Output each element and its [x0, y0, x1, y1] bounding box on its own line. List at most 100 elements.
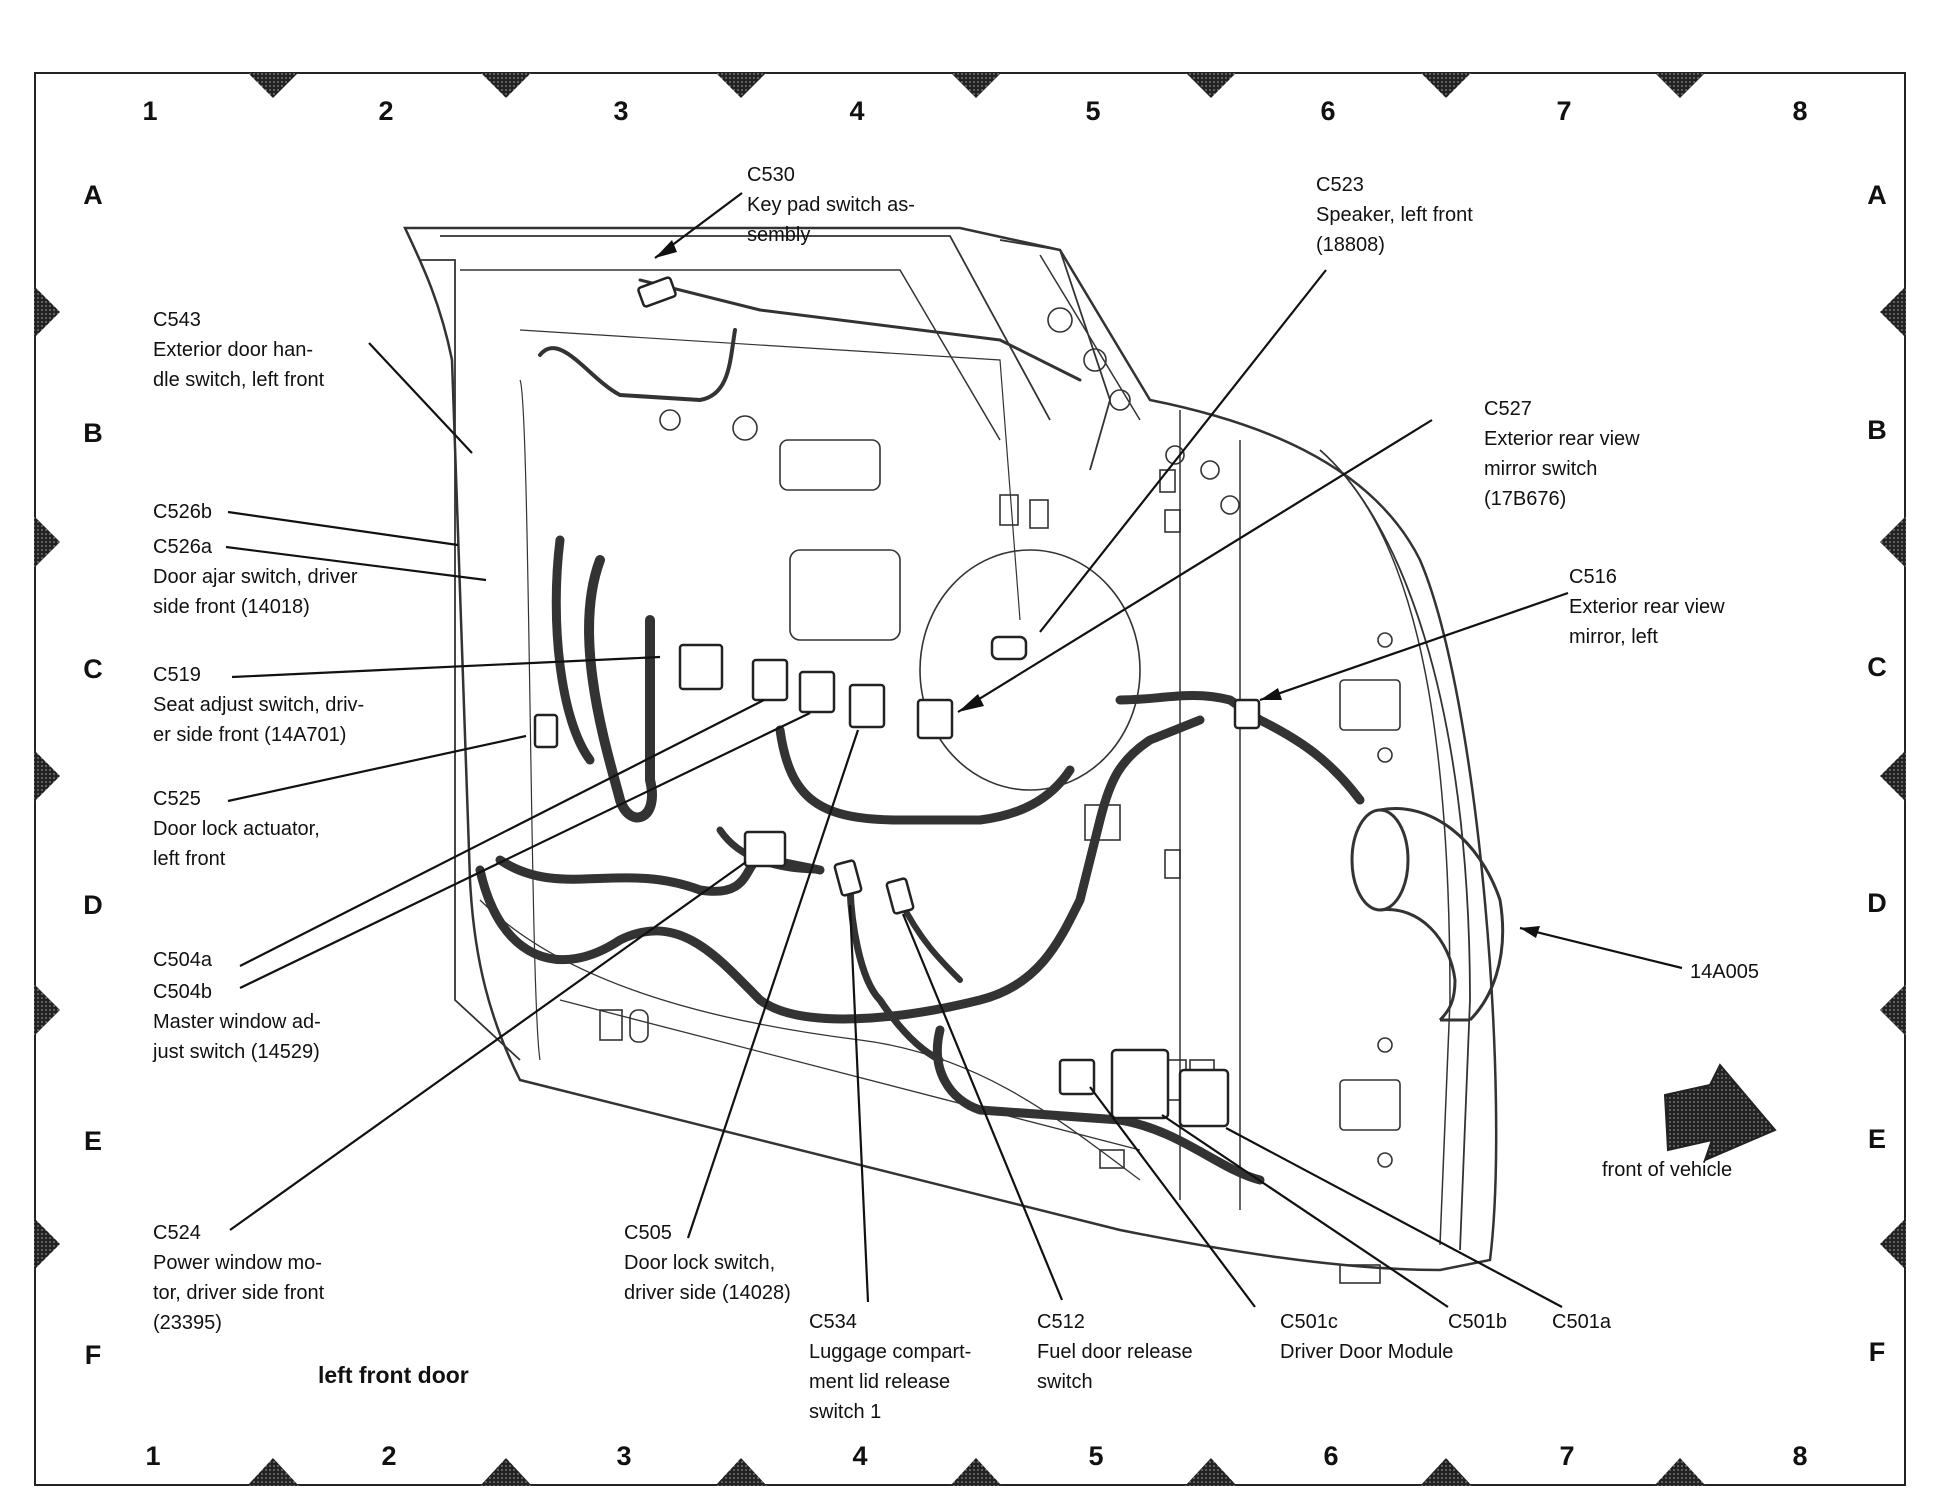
label-c504b-desc-1: Master window ad-: [153, 1011, 321, 1033]
label-c523: C523 Speaker, left front (18808): [1316, 170, 1473, 260]
grid-col-3-bottom: 3: [616, 1441, 632, 1471]
grid-col-6-top: 6: [1320, 96, 1336, 126]
front-of-vehicle-arrow: [1663, 1063, 1777, 1162]
label-c523-desc-1: Speaker, left front: [1316, 204, 1473, 226]
door-features: [599, 307, 1401, 1284]
frame-markers-right: [1880, 286, 1906, 1270]
label-c501b: C501b: [1448, 1307, 1507, 1337]
grid-row-d-left: D: [83, 890, 103, 920]
label-c526a-code: C526a: [153, 536, 212, 558]
label-c526b-code: C526b: [153, 501, 212, 523]
label-c530-code: C530: [747, 164, 795, 186]
label-c505-code: C505: [624, 1222, 672, 1244]
label-14a005-code: 14A005: [1690, 961, 1759, 983]
label-c534-code: C534: [809, 1311, 857, 1333]
label-c524-desc-3: (23395): [153, 1312, 222, 1334]
diagram-title: left front door: [318, 1362, 469, 1388]
grid-col-5-bottom: 5: [1088, 1441, 1104, 1471]
label-c524-desc-2: tor, driver side front: [153, 1282, 325, 1304]
label-c525: C525 Door lock actuator, left front: [153, 784, 320, 874]
label-c504b-code: C504b: [153, 981, 212, 1003]
label-c527-desc-2: mirror switch: [1484, 458, 1598, 480]
label-c519: C519 Seat adjust switch, driv- er side f…: [153, 660, 364, 750]
label-c501a-code: C501a: [1552, 1311, 1611, 1333]
label-c526a-desc-2: side front (14018): [153, 596, 310, 618]
grid-col-8-top: 8: [1792, 96, 1808, 126]
label-c526b: C526b: [153, 497, 212, 527]
label-c524: C524 Power window mo- tor, driver side f…: [153, 1218, 324, 1338]
label-c525-code: C525: [153, 788, 201, 810]
door-panel: [403, 226, 1498, 1272]
grid-row-b-left: B: [83, 418, 103, 448]
leader-arrowheads: [655, 240, 1540, 938]
label-c534-desc-2: ment lid release: [809, 1371, 951, 1393]
label-c523-desc-2: (18808): [1316, 234, 1385, 256]
label-c504a-code: C504a: [153, 949, 212, 971]
conduit-14a005: [1350, 807, 1505, 1022]
grid-row-b-right: B: [1867, 415, 1887, 445]
label-c524-code: C524: [153, 1222, 201, 1244]
label-c519-code: C519: [153, 664, 201, 686]
grid-col-7-bottom: 7: [1559, 1441, 1575, 1471]
label-c501b-code: C501b: [1448, 1311, 1507, 1333]
label-c512-code: C512: [1037, 1311, 1085, 1333]
grid-row-a-right: A: [1867, 180, 1887, 210]
label-c516-code: C516: [1569, 566, 1617, 588]
label-c501c-desc-1: Driver Door Module: [1280, 1341, 1454, 1363]
label-c501c: C501c Driver Door Module: [1280, 1307, 1453, 1367]
grid-row-a-left: A: [83, 180, 103, 210]
label-c534-desc-3: switch 1: [809, 1401, 882, 1423]
frame-markers-left: [34, 286, 60, 1270]
grid-col-2-top: 2: [378, 96, 394, 126]
grid-col-1-bottom: 1: [145, 1441, 161, 1471]
grid-col-3-top: 3: [613, 96, 629, 126]
label-c534: C534 Luggage compart- ment lid release s…: [809, 1307, 971, 1427]
label-c512-desc-2: switch: [1037, 1371, 1093, 1393]
frame-markers-top: [247, 72, 1706, 98]
label-c504b-desc-2: just switch (14529): [153, 1041, 320, 1063]
label-c530-desc-2: sembly: [747, 224, 811, 246]
label-c516-desc-2: mirror, left: [1569, 626, 1658, 648]
label-14a005: 14A005: [1690, 957, 1759, 987]
label-c543: C543 Exterior door han- dle switch, left…: [153, 305, 324, 395]
grid-col-2-bottom: 2: [381, 1441, 397, 1471]
frame-markers-bottom: [247, 1458, 1706, 1486]
label-c534-desc-1: Luggage compart-: [809, 1341, 972, 1363]
grid-col-4-top: 4: [849, 96, 865, 126]
grid-row-f-left: F: [84, 1340, 102, 1370]
grid-col-8-bottom: 8: [1792, 1441, 1808, 1471]
grid-row-c-left: C: [83, 654, 103, 684]
label-c512-desc-1: Fuel door release: [1037, 1341, 1193, 1363]
label-c527-desc-3: (17B676): [1484, 488, 1567, 510]
label-c530-desc-1: Key pad switch as-: [747, 194, 915, 216]
label-c527-desc-1: Exterior rear view: [1484, 428, 1640, 450]
grid-col-4-bottom: 4: [852, 1441, 868, 1471]
label-c505-desc-2: driver side (14028): [624, 1282, 791, 1304]
label-c524-desc-1: Power window mo-: [153, 1252, 322, 1274]
label-c525-desc-2: left front: [153, 848, 226, 870]
label-c523-code: C523: [1316, 174, 1364, 196]
label-c505-desc-1: Door lock switch,: [624, 1252, 776, 1274]
grid-row-e-left: E: [83, 1126, 102, 1156]
label-c512: C512 Fuel door release switch: [1037, 1307, 1193, 1397]
label-c505: C505 Door lock switch, driver side (1402…: [624, 1218, 791, 1308]
label-c526a-desc-1: Door ajar switch, driver: [153, 566, 358, 588]
front-of-vehicle-label: front of vehicle: [1602, 1159, 1733, 1181]
grid-col-5-top: 5: [1085, 96, 1101, 126]
label-c543-code: C543: [153, 309, 201, 331]
grid-row-c-right: C: [1867, 652, 1887, 682]
label-c501a: C501a: [1552, 1307, 1611, 1337]
label-c543-desc-2: dle switch, left front: [153, 369, 325, 391]
label-c516: C516 Exterior rear view mirror, left: [1569, 562, 1725, 652]
label-c519-desc-2: er side front (14A701): [153, 724, 347, 746]
label-c527: C527 Exterior rear view mirror switch (1…: [1484, 394, 1640, 514]
label-c526a: C526a Door ajar switch, driver side fron…: [153, 532, 358, 622]
label-c516-desc-1: Exterior rear view: [1569, 596, 1725, 618]
label-c501c-code: C501c: [1280, 1311, 1338, 1333]
grid-row-d-right: D: [1867, 888, 1887, 918]
label-c504a: C504a: [153, 945, 212, 975]
grid-col-6-bottom: 6: [1323, 1441, 1339, 1471]
label-c543-desc-1: Exterior door han-: [153, 339, 314, 361]
